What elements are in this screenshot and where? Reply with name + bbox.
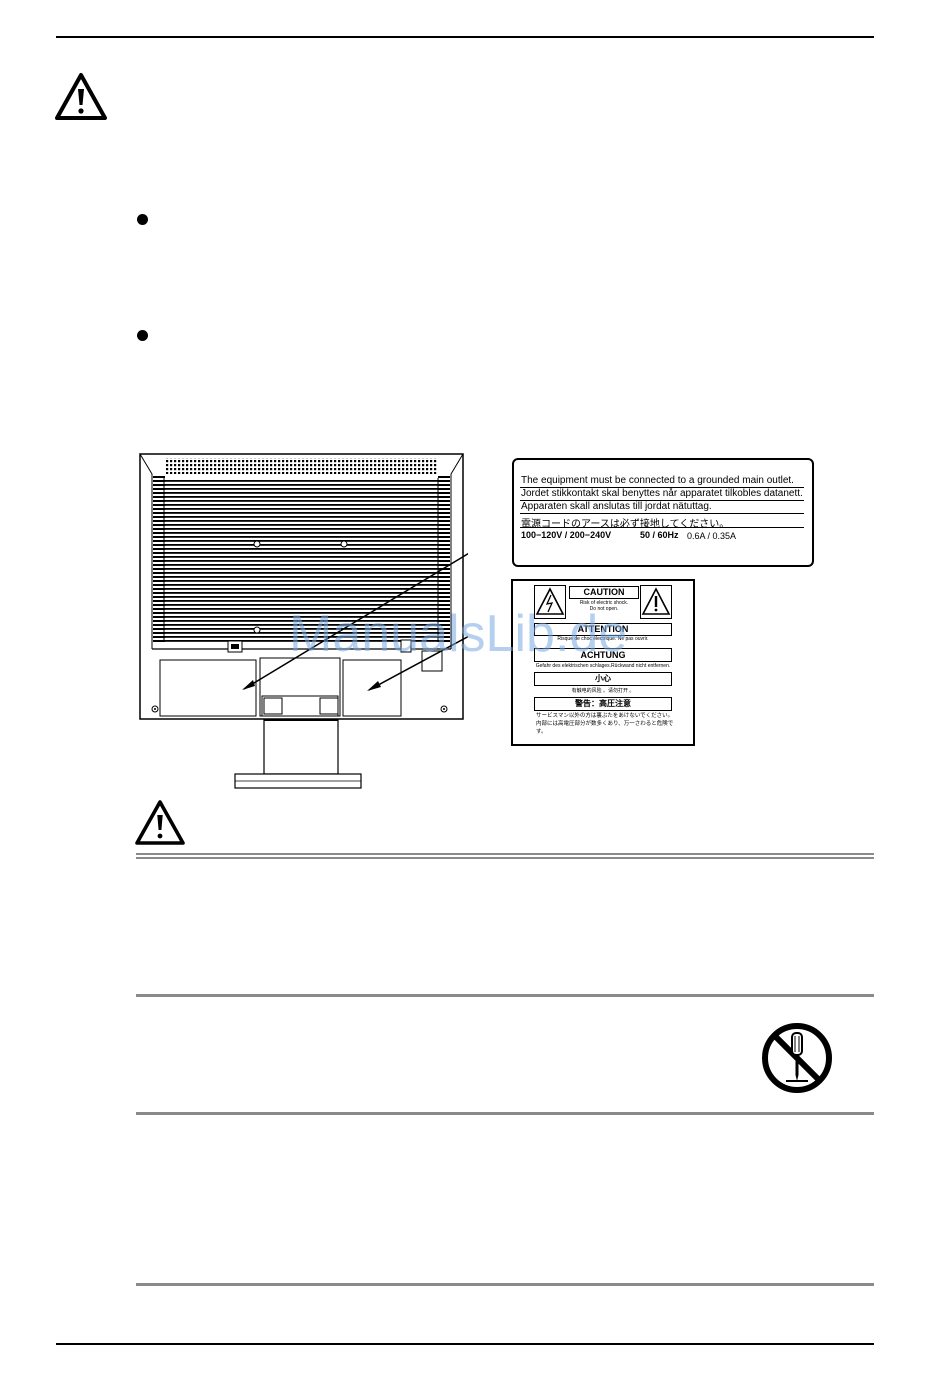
achtung-sub: Gefahr des elektrischen schlages.Rückwan… xyxy=(535,663,671,669)
warning-triangle-icon-small xyxy=(135,800,185,845)
label-separator xyxy=(520,500,804,501)
japanese-caution-box: 警告：高圧注意 xyxy=(534,697,672,711)
label-line-3: Apparaten skall anslutas till jordat nät… xyxy=(521,501,712,512)
chinese-caution-box: 小心 xyxy=(534,672,672,686)
watermark: ManualsLib.de xyxy=(289,605,628,663)
label-separator xyxy=(520,527,804,528)
label-frequency: 50 / 60Hz xyxy=(640,530,679,540)
warning-header-rule-top xyxy=(136,853,874,855)
section-rule-3 xyxy=(136,1283,874,1286)
bullet-1 xyxy=(137,214,148,225)
bottom-rule xyxy=(56,1343,874,1345)
label-line-2: Jordet stikkontakt skal benyttes når app… xyxy=(521,488,803,499)
rating-label: The equipment must be connected to a gro… xyxy=(512,458,814,567)
top-rule xyxy=(56,36,874,38)
shock-warning-icon xyxy=(534,585,566,619)
japanese-caution-sub: サービスマン以外の方は裏ぶたをあけないでください。内部には高電圧部分が数多くあり… xyxy=(536,713,674,735)
achtung-box: ACHTUNG xyxy=(534,648,672,662)
attention-box: ATTENTION xyxy=(534,623,672,636)
monitor-rear-illustration xyxy=(139,453,468,789)
warning-header-rule-bottom xyxy=(136,857,874,859)
no-disassembly-icon xyxy=(762,1023,832,1093)
caution-box: CAUTION xyxy=(569,586,639,599)
warning-triangle-icon xyxy=(55,73,107,120)
section-rule-1 xyxy=(136,994,874,997)
attention-sub: Risque de choc électrique. Ne pas ouvrir… xyxy=(557,636,649,642)
label-separator xyxy=(520,513,804,514)
label-voltage: 100−120V / 200−240V xyxy=(521,530,612,540)
bullet-2 xyxy=(137,330,148,341)
exclamation-warning-icon xyxy=(640,585,672,619)
caution-label: CAUTION Risk of electric shock. Do not o… xyxy=(511,579,695,746)
section-rule-2 xyxy=(136,1112,874,1115)
label-line-4: 電源コードのアースは必ず接地してください。 xyxy=(521,519,730,530)
label-separator xyxy=(520,487,804,488)
chinese-caution-sub: 有触电的风险 。请勿打开 。 xyxy=(571,688,635,694)
label-line-1: The equipment must be connected to a gro… xyxy=(521,475,794,486)
label-current: 0.6A / 0.35A xyxy=(687,531,737,541)
caution-sub-2: Do not open. xyxy=(589,606,619,612)
caution-sub-1: Risk of electric shock. xyxy=(579,600,629,606)
